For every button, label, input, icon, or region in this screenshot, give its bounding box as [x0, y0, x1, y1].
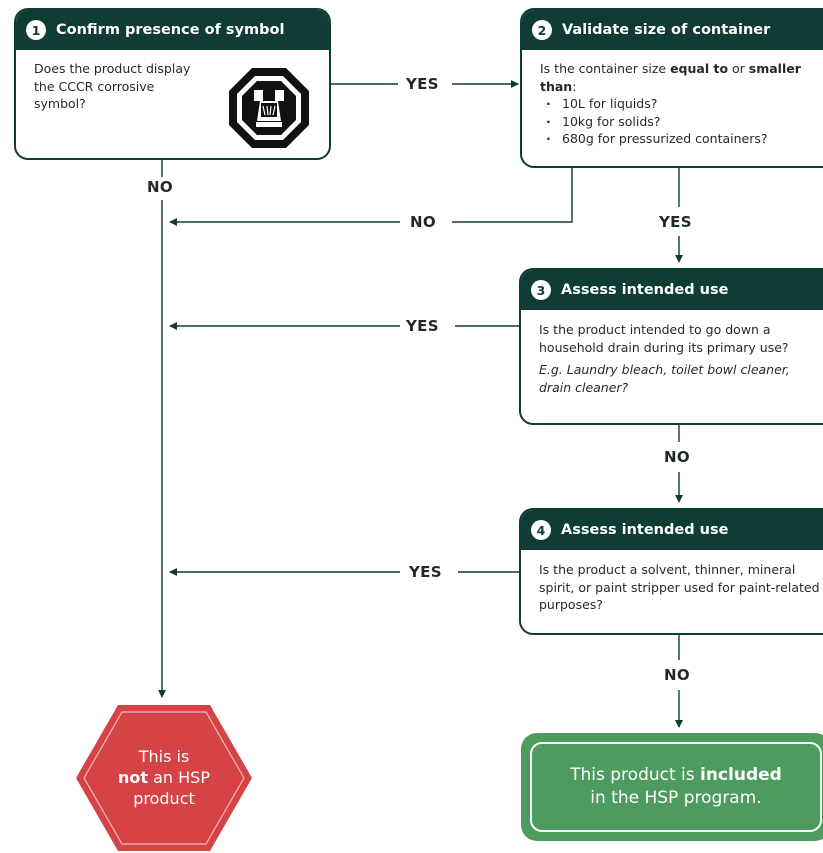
label-yes-step4: YES [405, 563, 446, 581]
step4-body: Is the product a solvent, thinner, miner… [521, 550, 823, 614]
step3-box: 3 Assess intended use Is the product int… [519, 268, 823, 425]
step3-title: Assess intended use [561, 282, 729, 298]
label-no-step2: NO [406, 213, 440, 231]
step3-header: 3 Assess intended use [521, 270, 823, 310]
step4-box: 4 Assess intended use Is the product a s… [519, 508, 823, 635]
step1-number: 1 [26, 20, 46, 40]
list-item: 10L for liquids? [546, 95, 822, 113]
label-yes-1-to-2: YES [402, 75, 443, 93]
included-outcome-inner: This product is included in the HSP prog… [530, 742, 822, 832]
included-bold: included [700, 765, 782, 785]
list-item: 10kg for solids? [546, 113, 822, 131]
label-yes-2-to-3: YES [655, 213, 696, 231]
not-hsp-line3: product [133, 789, 195, 808]
not-hsp-line2: not an HSP [95, 767, 233, 788]
step2-question-end: : [572, 78, 577, 94]
step2-list: 10L for liquids? 10kg for solids? 680g f… [540, 95, 822, 148]
corrosive-symbol-icon [229, 68, 309, 148]
step1-title: Confirm presence of symbol [56, 22, 285, 38]
list-item: 680g for pressurized containers? [546, 130, 822, 148]
step4-title: Assess intended use [561, 522, 729, 538]
not-hsp-hexagon [76, 705, 252, 851]
label-no-step1: NO [143, 178, 177, 196]
step4-number: 4 [531, 520, 551, 540]
step3-question: Is the product intended to go down a hou… [539, 322, 789, 355]
step2-question-bold2: smaller than [540, 61, 801, 94]
label-no-4-to-result: NO [660, 666, 694, 684]
step4-question: Is the product a solvent, thinner, miner… [539, 562, 820, 612]
step3-example: E.g. Laundry bleach, toilet bowl cleaner… [539, 362, 790, 395]
not-hsp-after-bold: an HSP [148, 768, 210, 787]
included-line1: This product is included [570, 764, 782, 787]
step3-number: 3 [531, 280, 551, 300]
label-yes-step3: YES [402, 317, 443, 335]
step2-question-start: Is the container size [540, 61, 671, 76]
not-hsp-line1: This is [138, 747, 190, 766]
step2-number: 2 [532, 20, 552, 40]
not-hsp-bold: not [118, 768, 149, 787]
included-before-bold: This product is [570, 765, 701, 785]
step2-question-mid: or [728, 61, 749, 76]
step1-header: 1 Confirm presence of symbol [16, 10, 329, 50]
step2-header: 2 Validate size of container [522, 10, 823, 50]
step1-question: Does the product display the CCCR corros… [34, 61, 191, 111]
step1-body: Does the product display the CCCR corros… [16, 50, 208, 113]
step2-question-bold1: equal to [670, 61, 729, 76]
step1-box: 1 Confirm presence of symbol Does the pr… [14, 8, 331, 160]
step3-body: Is the product intended to go down a hou… [521, 310, 823, 396]
step2-body: Is the container size equal to or smalle… [522, 50, 823, 148]
step2-title: Validate size of container [562, 22, 771, 38]
not-hsp-hexagon-inner [83, 711, 245, 845]
step2-box: 2 Validate size of container Is the cont… [520, 8, 823, 168]
connector-2-no [452, 165, 573, 223]
label-no-3-to-4: NO [660, 448, 694, 466]
included-outcome-box: This product is included in the HSP prog… [521, 733, 823, 841]
not-hsp-label: This is not an HSP product [95, 746, 233, 809]
step4-header: 4 Assess intended use [521, 510, 823, 550]
included-line2: in the HSP program. [590, 788, 762, 808]
step2-question: Is the container size equal to or smalle… [540, 60, 822, 95]
